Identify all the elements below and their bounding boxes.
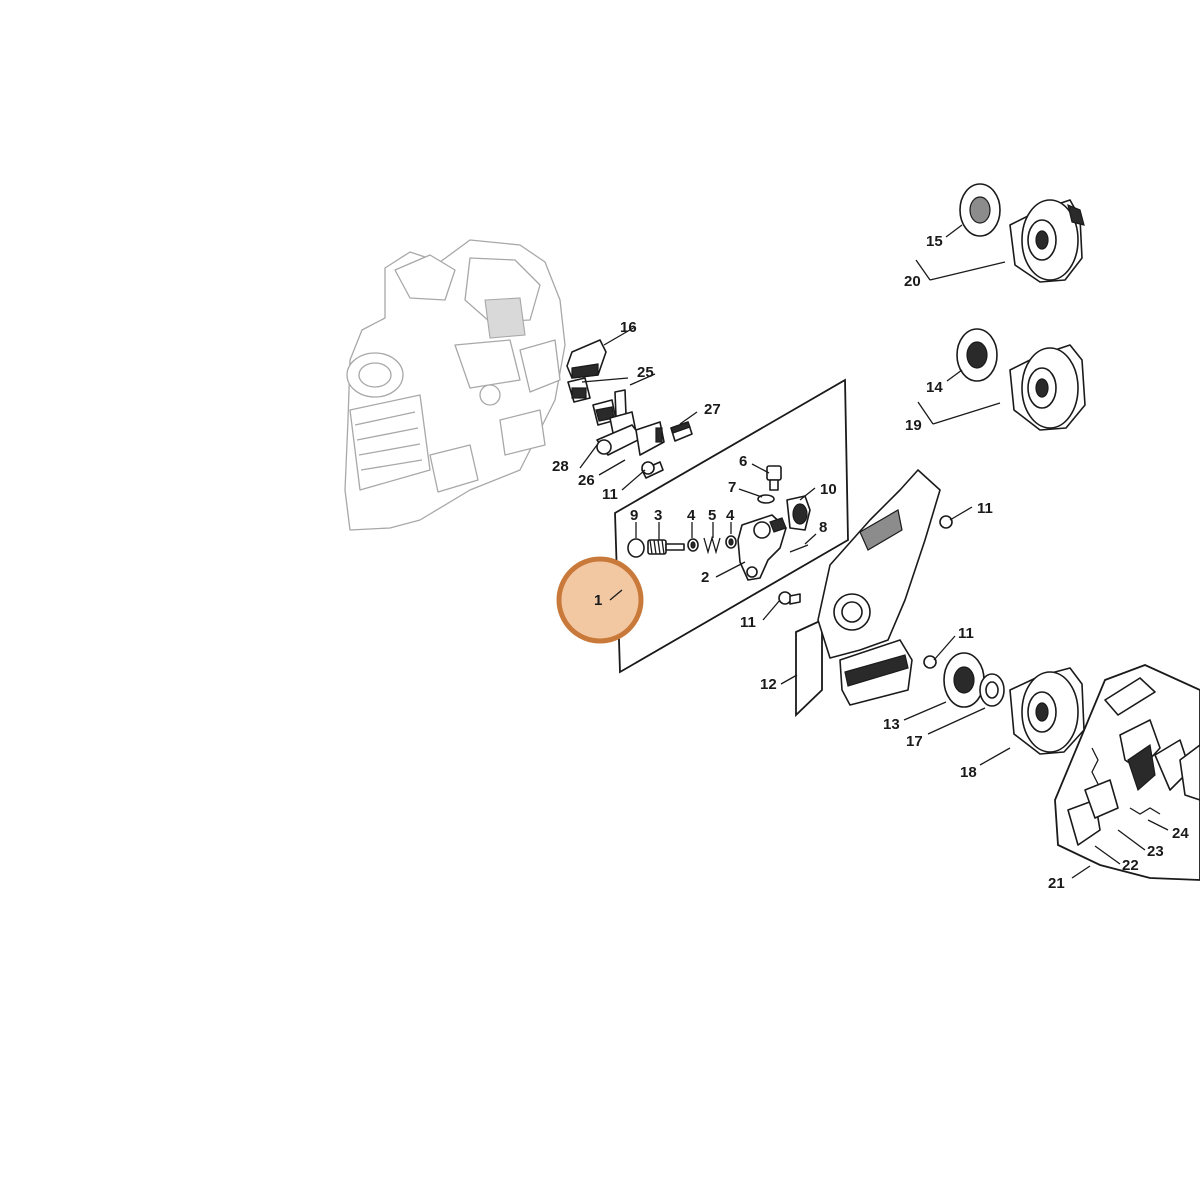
part-11-screw-b	[778, 591, 801, 605]
part-12-cover	[795, 469, 941, 718]
callout-27[interactable]: 27	[704, 401, 721, 418]
callout-28[interactable]: 28	[552, 458, 569, 475]
callout-24[interactable]: 24	[1172, 825, 1189, 842]
callout-9[interactable]: 9	[630, 507, 638, 524]
callout-5[interactable]: 5	[708, 507, 716, 524]
part-26-bracket	[635, 421, 665, 456]
callout-25[interactable]: 25	[637, 364, 654, 381]
callout-14[interactable]: 14	[926, 379, 943, 396]
callout-12[interactable]: 12	[760, 676, 777, 693]
callout-4b[interactable]: 4	[726, 507, 735, 524]
part-20-clutch-drum	[1009, 199, 1085, 283]
part-8-pin	[789, 544, 809, 553]
callout-13[interactable]: 13	[883, 716, 900, 733]
part-19-clutch-drum	[1009, 344, 1086, 431]
part-25-bolt	[567, 377, 591, 403]
part-9-cap	[627, 538, 645, 558]
callout-23[interactable]: 23	[1147, 843, 1164, 860]
callout-10[interactable]: 10	[820, 481, 837, 498]
callout-20[interactable]: 20	[904, 273, 921, 290]
part-16-cover-plate	[566, 339, 607, 379]
callout-8[interactable]: 8	[819, 519, 827, 536]
leader-lines	[579, 224, 1169, 879]
part-4-washer-b	[725, 535, 737, 549]
part-13-rim-sprocket	[943, 652, 985, 708]
callout-11-a[interactable]: 11	[602, 486, 618, 503]
part-2-pump-housing	[737, 514, 787, 581]
callout-18[interactable]: 18	[960, 764, 977, 781]
part-15-rim-sprocket	[959, 183, 1001, 237]
engine-housing	[344, 239, 566, 531]
callout-11-b[interactable]: 11	[740, 614, 756, 631]
callout-4[interactable]: 4	[687, 507, 696, 524]
callout-19[interactable]: 19	[905, 417, 922, 434]
callout-16[interactable]: 16	[620, 319, 637, 336]
part-11-screw-c	[939, 515, 953, 529]
part-11-screw-a	[641, 461, 664, 479]
callout-21[interactable]: 21	[1048, 875, 1065, 892]
callout-6[interactable]: 6	[739, 453, 747, 470]
callout-15[interactable]: 15	[926, 233, 943, 250]
callout-26[interactable]: 26	[578, 472, 595, 489]
callout-11-d[interactable]: 11	[958, 625, 974, 642]
part-17-needle-cage	[979, 673, 1005, 707]
part-26-lever	[596, 424, 643, 456]
highlight-circle	[556, 556, 644, 644]
part-10-hose	[786, 495, 811, 531]
callout-7[interactable]: 7	[728, 479, 736, 496]
part-6-valve	[766, 465, 782, 491]
callout-2[interactable]: 2	[701, 569, 709, 586]
callout-17[interactable]: 17	[906, 733, 923, 750]
callout-labels: 1 2 3 4 5 4 6 7 8 9 10 11 11 11 11 12 13…	[552, 233, 1189, 892]
callout-11-c[interactable]: 11	[977, 500, 993, 517]
callout-1[interactable]: 1	[594, 592, 602, 609]
part-3-worm	[647, 539, 685, 555]
part-14-rim-sprocket	[956, 328, 998, 382]
callout-22[interactable]: 22	[1122, 857, 1139, 874]
callout-3[interactable]: 3	[654, 507, 662, 524]
part-21-clutch-frame	[1054, 664, 1200, 881]
part-4-washer	[687, 538, 699, 552]
part-11-screw-d	[923, 655, 937, 669]
part-27-clip	[670, 421, 693, 442]
part-5-spring	[703, 535, 721, 555]
part-18-clutch-drum	[1009, 667, 1085, 755]
